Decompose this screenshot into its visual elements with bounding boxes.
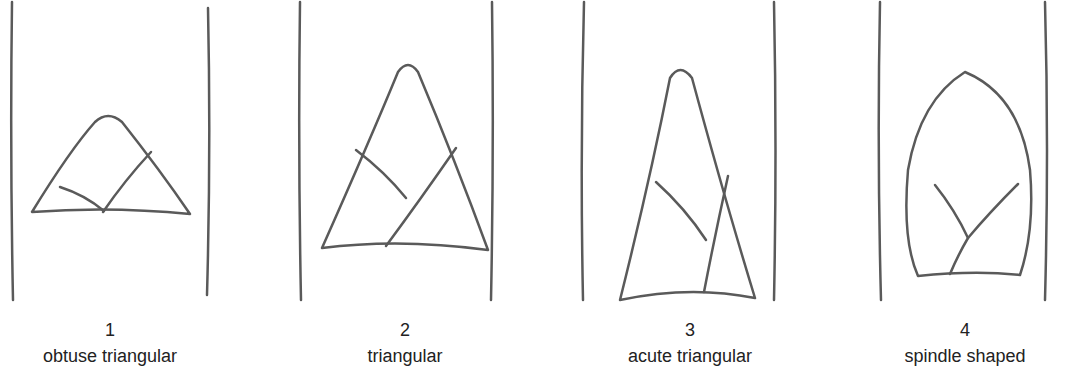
- shape-label: obtuse triangular: [43, 345, 177, 367]
- figure-number: 1: [105, 319, 115, 341]
- vein-line: [60, 187, 104, 211]
- stem-edge: [207, 8, 209, 295]
- vein-line: [656, 182, 706, 240]
- stem-edge: [1045, 2, 1047, 300]
- stem-panel: [582, 2, 776, 300]
- vein-line: [704, 176, 728, 292]
- stem-edge: [582, 2, 584, 300]
- stem-edge: [491, 2, 493, 300]
- shape-label: triangular: [367, 345, 442, 367]
- leaf-scar: [906, 72, 1031, 276]
- stem-panel: [11, 2, 209, 300]
- stem-edge: [879, 2, 881, 300]
- figure-number: 4: [960, 319, 970, 341]
- shape-label: acute triangular: [628, 345, 752, 367]
- vein-line: [103, 152, 151, 212]
- vein-line: [950, 184, 1018, 274]
- vein-line: [386, 148, 456, 246]
- stem-edge: [11, 2, 13, 300]
- shape-label: spindle shaped: [904, 345, 1025, 367]
- leaf-scar: [322, 65, 488, 250]
- leaf-scar: [620, 70, 755, 300]
- stem-edge: [774, 2, 776, 300]
- figure-number: 2: [400, 319, 410, 341]
- stem-edge: [299, 2, 301, 300]
- leaf-scar: [32, 116, 190, 214]
- vein-line: [935, 185, 968, 238]
- figure-number: 3: [685, 319, 695, 341]
- stem-panel: [879, 2, 1047, 300]
- vein-line: [356, 150, 406, 198]
- stem-panel: [299, 2, 493, 300]
